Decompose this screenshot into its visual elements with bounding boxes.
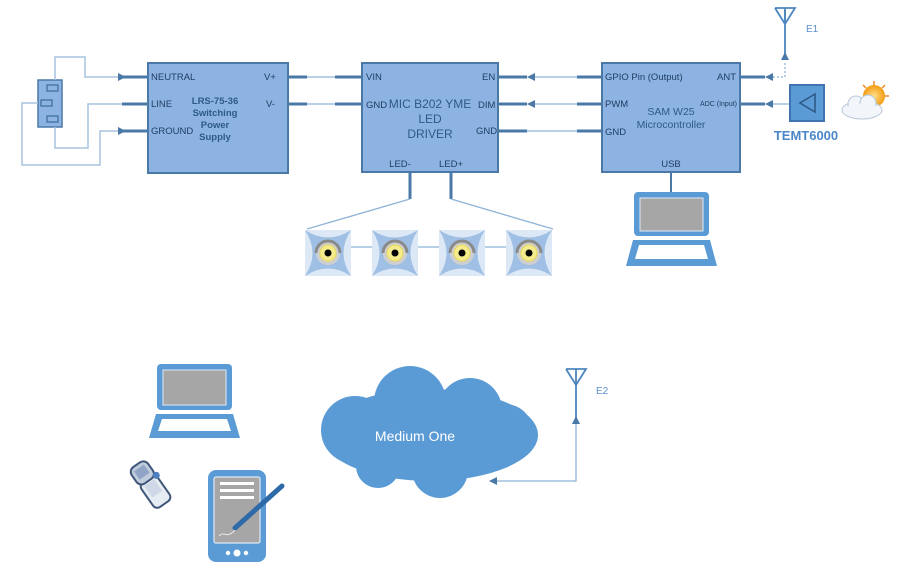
pin-led-minus: LED- [389, 159, 411, 170]
pin-en: EN [482, 72, 495, 83]
antenna-e2: E2 [489, 368, 609, 485]
pin-line: LINE [151, 99, 172, 110]
arrow-head [781, 52, 789, 60]
pin-dim: DIM [478, 100, 496, 111]
pin-usb: USB [661, 159, 681, 170]
sensor-label: TEMT6000 [774, 128, 838, 143]
pin-neutral: NEUTRAL [151, 72, 195, 83]
psu-line4: Supply [199, 132, 231, 143]
mcu-to-driver-wires [498, 73, 602, 133]
microcontroller-block: GPIO Pin (Output) PWM GND ANT ADC (Input… [601, 62, 741, 173]
mains-wires [21, 56, 148, 166]
psu-to-driver-wires [288, 75, 362, 106]
driver-title-2: LED [418, 112, 442, 126]
cloud-icon [321, 366, 538, 498]
pin-vminus: V- [266, 99, 275, 110]
led-icon [372, 230, 418, 276]
antenna-label-e1: E1 [806, 24, 819, 35]
psu-line3: Power [201, 120, 230, 131]
laptop-icon [626, 192, 717, 266]
mcu-right-wires [740, 62, 790, 108]
psu-line2: Switching [193, 108, 238, 119]
antenna-label-e2: E2 [596, 386, 609, 397]
power-supply-block: NEUTRAL LINE GROUND V+ V- LRS-75-36 Swit… [147, 62, 289, 174]
power-outlet-icon [37, 79, 63, 128]
mcu-title-2: Microcontroller [637, 119, 706, 131]
driver-title-3: DRIVER [407, 127, 453, 141]
pin-gpio: GPIO Pin (Output) [605, 72, 683, 83]
pin-pwm: PWM [605, 99, 628, 110]
pin-adc: ADC (Input) [700, 101, 737, 108]
led-icon [506, 230, 552, 276]
antenna-icon [565, 368, 588, 424]
arrow-head [765, 73, 773, 81]
light-sensor: TEMT6000 [774, 84, 838, 143]
laptop-icon [149, 364, 240, 438]
pin-vin: VIN [366, 72, 382, 83]
led-array [305, 230, 552, 276]
driver-title-1: MIC B202 YME [389, 97, 471, 111]
antenna-icon [774, 7, 797, 60]
led-driver-block: VIN GND EN DIM GND MIC B202 YME LED DRIV… [361, 62, 499, 173]
pin-ground: GROUND [151, 126, 193, 137]
arrow-head [489, 477, 497, 485]
tablet-pen-icon [208, 470, 285, 562]
pin-gnd-out: GND [476, 126, 497, 137]
sun-cloud-icon [841, 81, 889, 120]
arrow-head [527, 100, 535, 108]
cloud: Medium One [321, 366, 538, 498]
flip-phone-icon [129, 460, 172, 509]
pin-vplus: V+ [264, 72, 276, 83]
arrow-head [527, 73, 535, 81]
pin-led-plus: LED+ [439, 159, 463, 170]
led-icon [305, 230, 351, 276]
pin-gnd-in: GND [366, 100, 387, 111]
arrow-head [572, 416, 580, 424]
arrow-head [765, 100, 773, 108]
pin-ant: ANT [717, 72, 736, 83]
antenna-e1: E1 [774, 7, 819, 60]
cloud-label: Medium One [375, 428, 455, 444]
mcu-title-1: SAM W25 [647, 106, 694, 118]
pin-gnd-mcu: GND [605, 127, 626, 138]
led-icon [439, 230, 485, 276]
light-sensor-icon [789, 84, 825, 122]
psu-model: LRS-75-36 [192, 96, 238, 107]
